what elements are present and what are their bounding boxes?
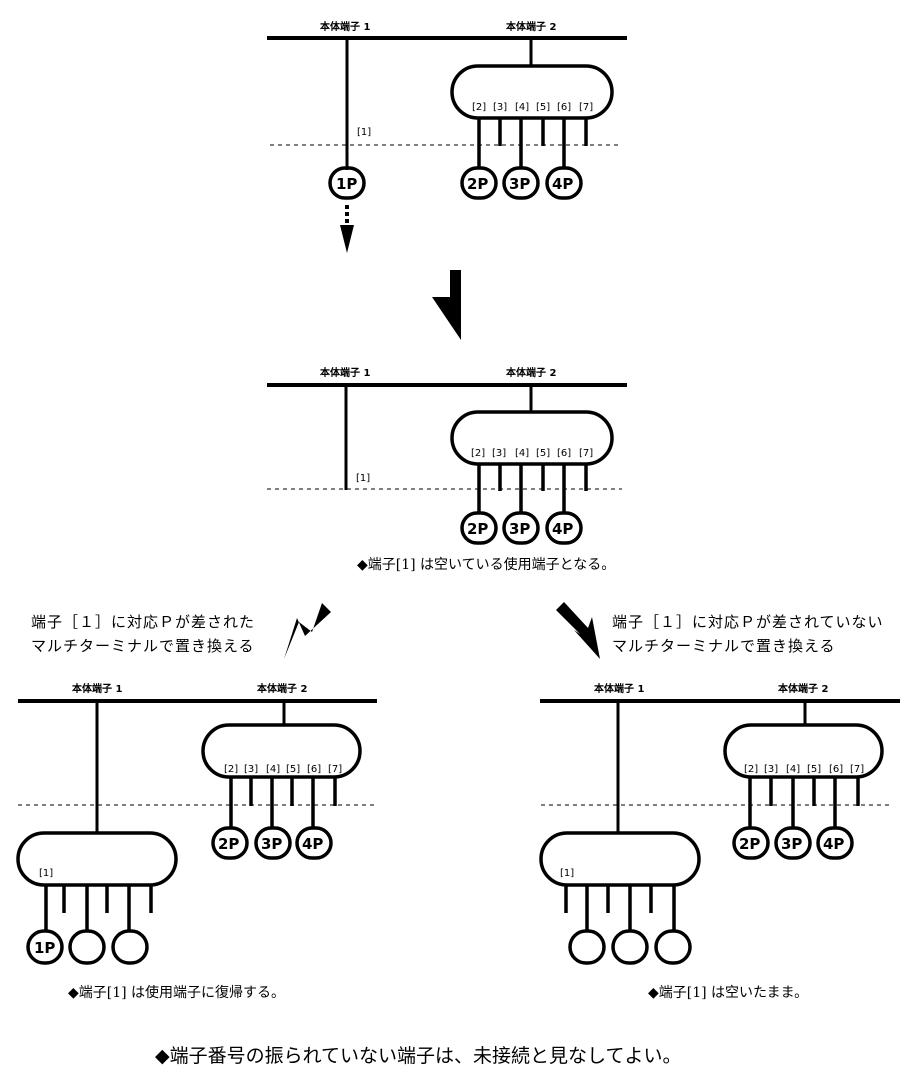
new-multi-terminal-box (16, 831, 178, 887)
port-label: [2] (471, 448, 485, 459)
main-terminal-2-label: 本体端子 2 (506, 366, 556, 379)
plug-2p (732, 826, 770, 860)
plug-label: 1P (336, 175, 357, 193)
port-label: [3] (764, 764, 778, 775)
plug-2p (460, 166, 498, 200)
new-multi-terminal-box (539, 831, 701, 887)
plug-1p (26, 929, 64, 965)
plug-2p (460, 511, 498, 545)
plug-label: 2P (739, 835, 760, 853)
port-label: [4] (266, 764, 280, 775)
down-arrow-icon (432, 270, 461, 340)
plug-label: 2P (218, 835, 239, 853)
main-terminal-2-label: 本体端子 2 (257, 682, 307, 695)
branch-left-line-2: マルチターミナルで置き換える (31, 637, 255, 655)
plug-4p (545, 511, 583, 545)
multi-terminal-box (723, 723, 884, 779)
panel-replaced-without-plug (539, 699, 900, 965)
port-label: [6] (557, 448, 571, 459)
port-label: [5] (807, 764, 821, 775)
port-label: [4] (515, 448, 529, 459)
port-label: [5] (536, 102, 550, 113)
port-label: [6] (557, 102, 571, 113)
plug-4p (816, 826, 854, 860)
plug-label: 2P (467, 520, 488, 538)
plug-label: 2P (467, 175, 488, 193)
main-terminal-2-label: 本体端子 2 (506, 20, 556, 33)
port-label: [6] (829, 764, 843, 775)
plug-label: 4P (302, 835, 323, 853)
main-terminal-1-label: 本体端子 1 (320, 366, 370, 379)
port-label: [7] (579, 102, 593, 113)
down-left-arrow-icon (284, 603, 331, 659)
port-label: [6] (307, 764, 321, 775)
port-label: [1] (356, 473, 370, 484)
port-label: [3] (492, 448, 506, 459)
caption-right-result: ◆端子[1] は空いたまま。 (648, 985, 808, 1001)
port-label: [3] (244, 764, 258, 775)
main-terminal-2-label: 本体端子 2 (778, 682, 828, 695)
multi-terminal-box (201, 723, 362, 779)
panel-removed (267, 383, 627, 545)
plug-2p (211, 826, 249, 860)
plug-label: 3P (509, 520, 530, 538)
empty-plug (568, 929, 606, 965)
port-label: [1] (560, 868, 574, 879)
plug-3p (502, 166, 540, 200)
port-label: [2] (224, 764, 238, 775)
port-label: [3] (493, 102, 507, 113)
port-label: [5] (536, 448, 550, 459)
branch-right-line-1: 端子［１］に対応Ｐが差されていない (612, 613, 884, 631)
dotted-arrow-head-icon (340, 225, 354, 253)
multi-terminal-box (450, 64, 614, 120)
branch-right-line-2: マルチターミナルで置き換える (612, 637, 836, 655)
port-label: [1] (357, 127, 371, 138)
empty-plug (611, 929, 649, 965)
port-label: [7] (579, 448, 593, 459)
port-label: [4] (515, 102, 529, 113)
port-label: [1] (39, 868, 53, 879)
empty-plug (654, 929, 692, 965)
empty-plug (68, 929, 106, 965)
port-label: [5] (286, 764, 300, 775)
plug-4p (545, 166, 583, 200)
main-terminal-1-label: 本体端子 1 (72, 682, 122, 695)
panel-initial (267, 36, 627, 226)
main-terminal-1-label: 本体端子 1 (594, 682, 644, 695)
plug-label: 3P (509, 175, 530, 193)
plug-label: 4P (552, 175, 573, 193)
plug-3p (254, 826, 292, 860)
port-label: [7] (328, 764, 342, 775)
plug-3p (774, 826, 812, 860)
plug-label: 4P (552, 520, 573, 538)
down-right-arrow-icon (556, 602, 600, 659)
port-label: [2] (472, 102, 486, 113)
plug-label: 3P (261, 835, 282, 853)
plug-label: 1P (34, 939, 55, 957)
caption-left-result: ◆端子[1] は使用端子に復帰する。 (68, 984, 285, 1001)
plug-3p (502, 511, 540, 545)
main-terminal-1-label: 本体端子 1 (320, 20, 370, 33)
port-label: [7] (850, 764, 864, 775)
plug-4p (295, 826, 333, 860)
multi-terminal-box (450, 410, 614, 466)
branch-left-line-1: 端子［１］に対応Ｐが差された (31, 613, 255, 631)
port-label: [2] (744, 764, 758, 775)
empty-plug (111, 929, 149, 965)
caption-middle: ◆端子[1] は空いている使用端子となる。 (357, 556, 615, 573)
footer-note: ◆端子番号の振られていない端子は、未接続と見なしてよい。 (155, 1045, 681, 1067)
plug-1p (328, 166, 366, 200)
port-label: [4] (786, 764, 800, 775)
plug-label: 3P (781, 835, 802, 853)
plug-label: 4P (823, 835, 844, 853)
panel-replaced-with-plug (16, 699, 377, 965)
